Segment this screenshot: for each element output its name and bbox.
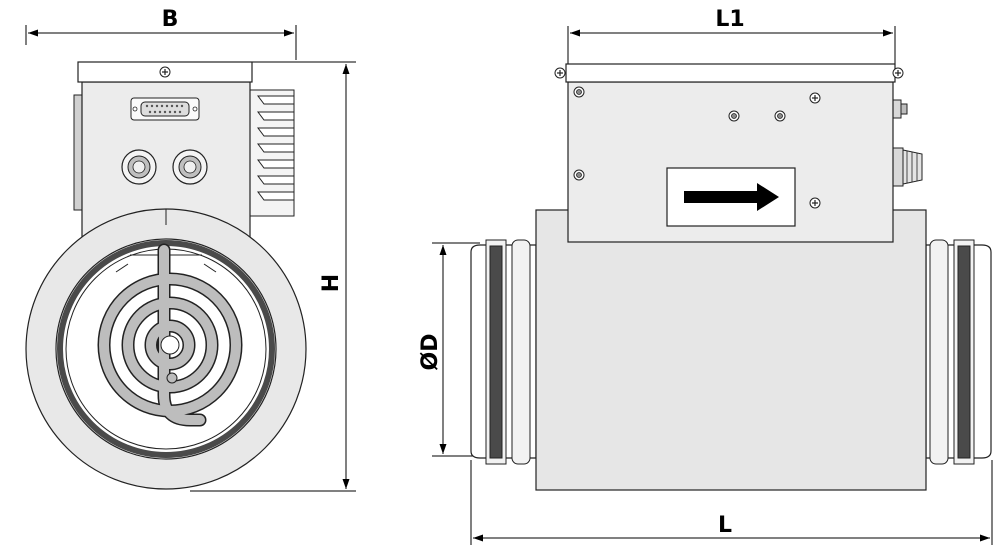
dimension-label-h: H [319,274,344,292]
side-view: L1 ØD L [418,7,993,545]
screw-icon [573,86,585,98]
dimension-l: L [470,460,993,545]
dimension-l1: L1 [567,7,896,64]
screw-icon [809,92,821,104]
knob-right-icon [172,149,208,185]
control-box-side [554,63,904,243]
dimension-diameter: ØD [418,242,480,457]
flow-direction-arrow-icon [684,183,779,211]
duct-body-side [535,209,927,491]
heating-element [97,243,243,427]
screw-icon [809,197,821,209]
d-sub-connector-icon [130,97,200,121]
dimension-h: H [190,61,356,492]
dimension-b: B [25,7,297,60]
left-spigot [470,239,537,465]
front-view: B H [25,7,356,492]
screw-icon [159,66,171,78]
screw-icon [554,67,566,79]
screw-icon [728,110,740,122]
dimension-label-b: B [162,7,179,32]
dimension-label-l1: L1 [715,7,744,32]
dimension-label-diameter: ØD [418,334,443,371]
right-spigot [925,239,992,465]
screw-icon [892,67,904,79]
cooling-fins [249,89,295,217]
knob-left-icon [121,149,157,185]
screw-icon [573,169,585,181]
screw-icon [774,110,786,122]
cable-gland-icon [892,99,923,187]
dimension-label-l: L [718,513,732,538]
